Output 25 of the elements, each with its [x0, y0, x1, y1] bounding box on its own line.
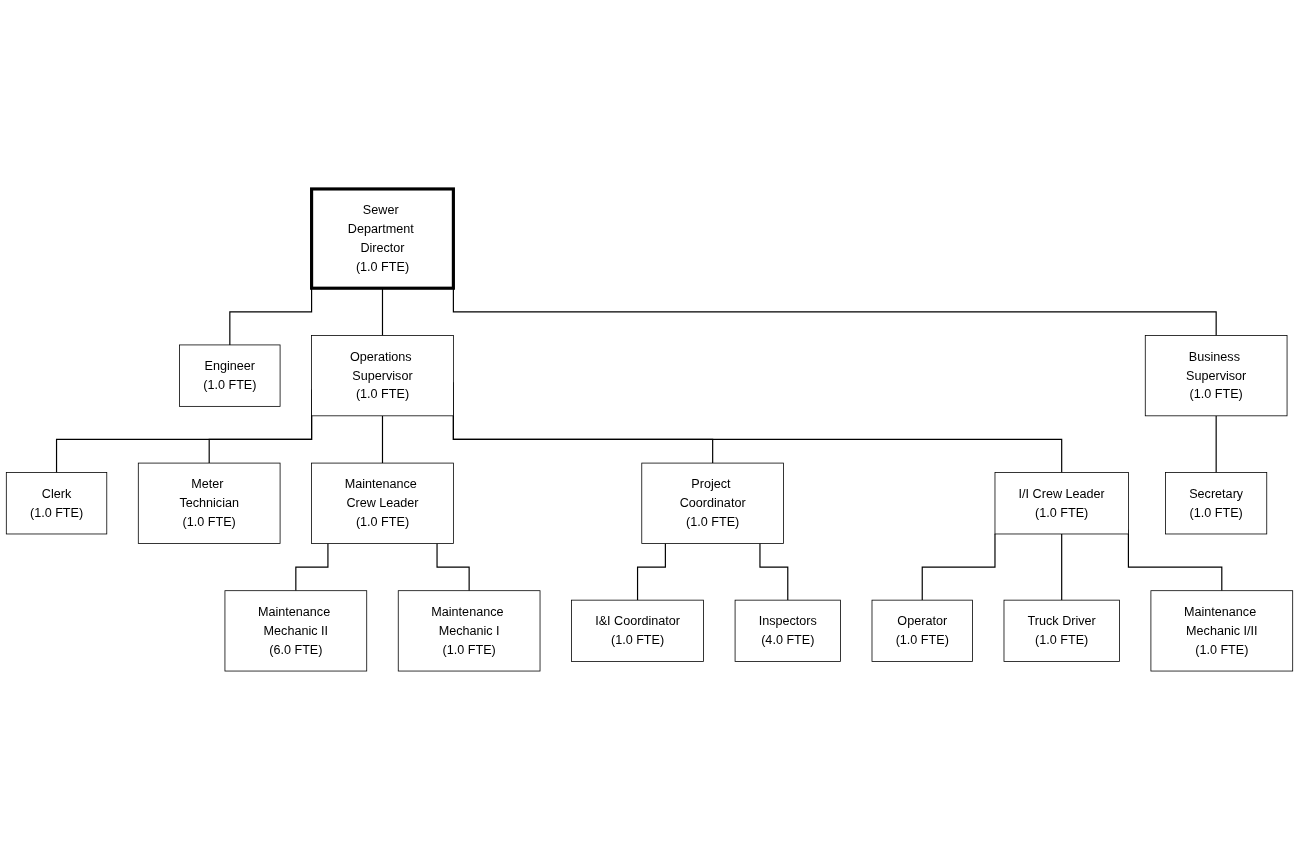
node-box: Meter Technician (1.0 FTE) — [137, 462, 281, 544]
node-box: Operator (1.0 FTE) — [871, 599, 973, 662]
connector — [921, 533, 996, 601]
connector — [295, 542, 329, 592]
node-box: Inspectors (4.0 FTE) — [734, 599, 841, 662]
node-box: Maintenance Crew Leader (1.0 FTE) — [311, 462, 454, 544]
connector — [636, 542, 666, 601]
node-box: Project Coordinator (1.0 FTE) — [641, 462, 784, 544]
connector — [1061, 533, 1063, 601]
node-box: Engineer (1.0 FTE) — [179, 344, 281, 407]
connector — [381, 415, 384, 464]
node-box: Operations Supervisor (1.0 FTE) — [311, 335, 454, 417]
node-box: Clerk (1.0 FTE) — [5, 472, 108, 535]
node-box: I/I Crew Leader (1.0 FTE) — [994, 472, 1129, 535]
node-box: Truck Driver (1.0 FTE) — [1003, 599, 1120, 662]
node-box: Sewer Department Director (1.0 FTE) — [310, 187, 455, 290]
connector — [436, 542, 470, 592]
connector — [1215, 415, 1217, 474]
node-box: Secretary (1.0 FTE) — [1165, 472, 1268, 535]
node-box: I&I Coordinator (1.0 FTE) — [571, 599, 704, 662]
node-box: Business Supervisor (1.0 FTE) — [1144, 335, 1288, 417]
connector — [759, 542, 789, 601]
node-box: Maintenance Mechanic II (6.0 FTE) — [224, 590, 368, 672]
node-box: Maintenance Mechanic I/II (1.0 FTE) — [1150, 590, 1294, 672]
node-box: Maintenance Mechanic I (1.0 FTE) — [397, 590, 541, 672]
